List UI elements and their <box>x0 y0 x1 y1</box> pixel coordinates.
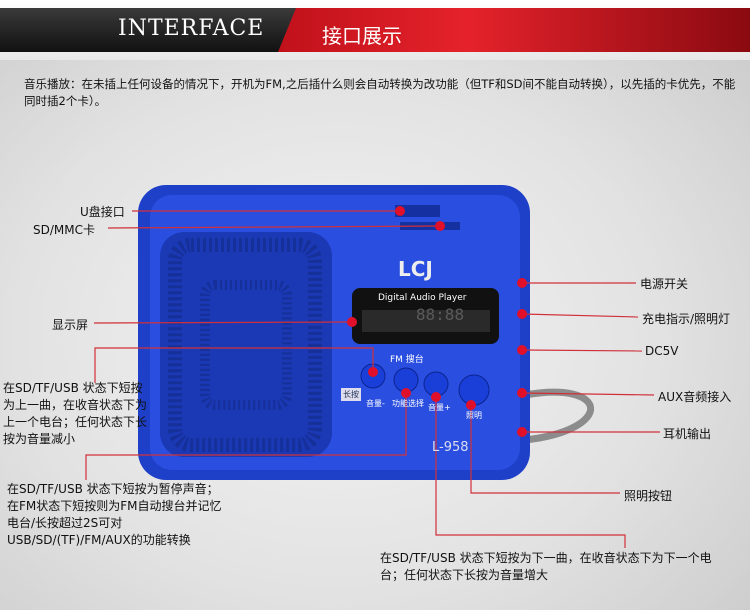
header-subtitle: 接口展示 <box>322 24 402 48</box>
label-light-button: 照明按钮 <box>624 489 673 503</box>
label-usb: U盘接口 <box>80 205 125 219</box>
fm-search-label: FM 搜台 <box>390 355 424 365</box>
header-title: INTERFACE <box>118 16 265 41</box>
btn-label-mode: 功能选择 <box>392 399 424 408</box>
long-press-label: 长按 <box>341 388 361 401</box>
brand-logo: LCJ <box>398 257 433 281</box>
label-display: 显示屏 <box>52 318 89 332</box>
usb-slot <box>395 205 440 217</box>
callout-lines <box>85 210 660 548</box>
btn-label-vol-up: 音量+ <box>428 403 451 412</box>
speaker-grille <box>160 232 332 457</box>
btn-label-vol-down: 音量- <box>366 399 385 408</box>
intro-text: 音乐播放：在未插上任何设备的情况下，开机为FM,之后插什么则会自动转换为改功能（… <box>24 77 736 108</box>
speaker-holes <box>168 238 322 452</box>
label-earphone: 耳机输出 <box>663 427 712 441</box>
cord <box>524 388 595 444</box>
btn-label-light: 照明 <box>466 411 482 420</box>
model-label: L-958 <box>432 440 469 455</box>
header-red-tab <box>278 8 750 52</box>
lcd-digits: 88:88 <box>416 305 464 324</box>
note-next: 在SD/TF/USB 状态下短按为下一曲，在收音状态下为下一个电台；任何状态下长… <box>380 551 712 582</box>
label-charge: 充电指示/照明灯 <box>642 312 731 326</box>
label-aux: AUX音频接入 <box>658 390 732 404</box>
note-mode: 在SD/TF/USB 状态下短按为暂停声音；在FM状态下短按则为FM自动搜台并记… <box>7 482 222 547</box>
light-button[interactable] <box>458 374 490 406</box>
label-dc: DC5V <box>645 344 679 358</box>
note-prev: 在SD/TF/USB 状态下短按为上一曲，在收音状态下为上一个电台；任何状态下长… <box>3 381 148 446</box>
label-power: 电源开关 <box>640 277 689 291</box>
lcd <box>362 310 490 332</box>
display-title: Digital Audio Player <box>378 293 467 303</box>
callout-dots <box>347 206 527 437</box>
label-sd: SD/MMC卡 <box>33 223 95 237</box>
